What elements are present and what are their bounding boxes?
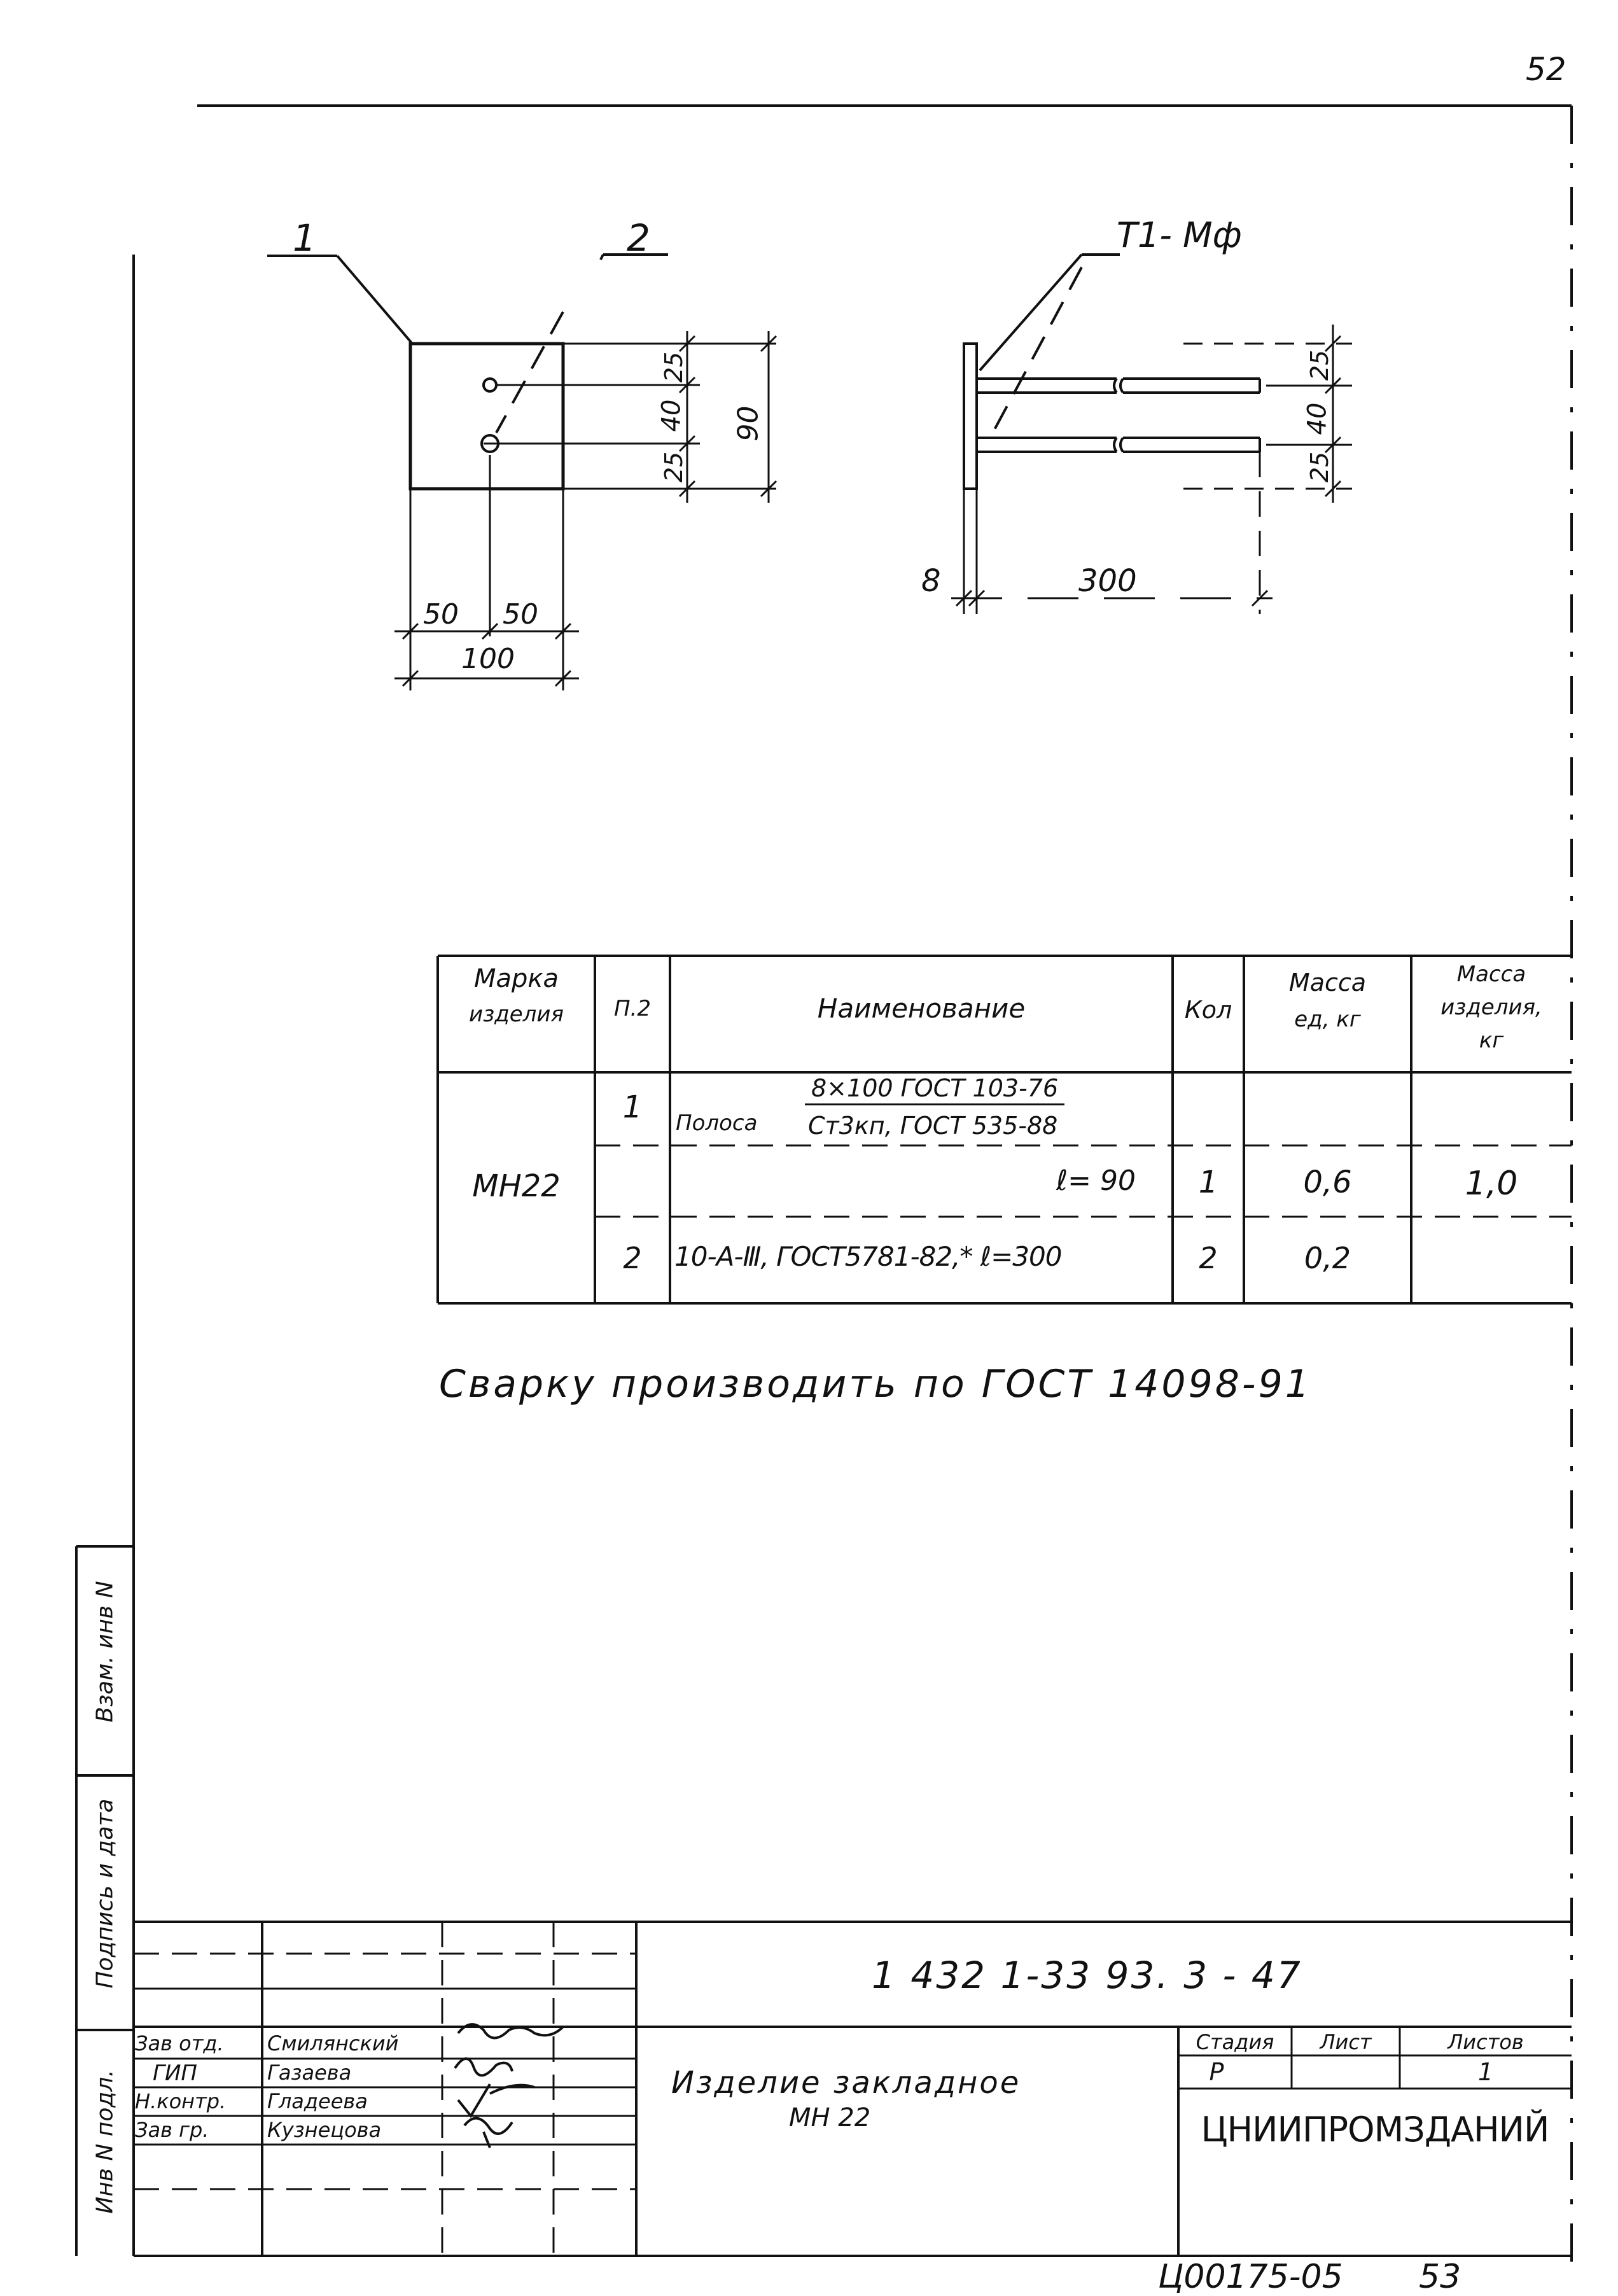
th-mark-line2: изделия — [469, 1002, 564, 1027]
th-mass-unit-line1: Масса — [1288, 969, 1367, 997]
th-mark-line1: Марка — [473, 964, 559, 993]
cell-name-prefix-1: Полоса — [676, 1110, 758, 1136]
side-dim-40: 40 — [1302, 402, 1332, 435]
stamp-inv-original: Инв N подл. — [92, 2069, 118, 2214]
cell-fraction-bottom-1: Ст3кп, ГОСТ 535-88 — [808, 1112, 1058, 1140]
name-3: Гладеева — [267, 2089, 368, 2113]
name-2: Газаева — [267, 2061, 352, 2085]
callout-1: 1 — [293, 216, 316, 260]
footer-code: Ц00175-05 — [1158, 2258, 1343, 2296]
side-dim-8: 8 — [921, 563, 941, 599]
sheets-label: Листов — [1447, 2030, 1524, 2054]
title-line-1: Изделие закладное — [671, 2065, 1021, 2101]
th-mass-item: Масса изделия, кг — [1411, 958, 1572, 1057]
th-mass-item-line2: изделия, — [1440, 995, 1542, 1020]
role-4: Зав гр. — [135, 2118, 209, 2142]
front-dim-90: 90 — [732, 405, 765, 442]
front-dim-25-bottom: 25 — [660, 451, 688, 483]
th-name: Наименование — [817, 993, 1026, 1024]
signature-4 — [463, 2117, 513, 2148]
cell-pos-3: 2 — [623, 1241, 642, 1275]
th-mass-unit-line2: ед, кг — [1294, 1007, 1361, 1032]
signature-1 — [457, 2023, 564, 2040]
th-mass-unit: Масса ед, кг — [1244, 964, 1411, 1038]
name-4: Кузнецова — [267, 2118, 382, 2142]
document-code: 1 432 1-33 93. 3 - 47 — [872, 1954, 1302, 1997]
role-2: ГИП — [153, 2061, 197, 2086]
side-dim-25-bottom: 25 — [1306, 451, 1334, 483]
cell-mass-unit-2: 0,6 — [1303, 1165, 1352, 1200]
cell-qty-3: 2 — [1199, 1241, 1218, 1275]
stage-label: Стадия — [1196, 2030, 1274, 2054]
footer-number: 53 — [1419, 2258, 1461, 2296]
front-dim-40: 40 — [657, 399, 687, 432]
cell-pos-1: 1 — [622, 1089, 643, 1125]
stage-value: Р — [1209, 2058, 1224, 2086]
front-dim-25-top: 25 — [660, 351, 688, 383]
side-dim-300: 300 — [1078, 563, 1137, 599]
cell-fraction-top-1: 8×100 ГОСТ 103-76 — [805, 1074, 1065, 1105]
side-dim-25-top: 25 — [1306, 349, 1334, 381]
organization-name: ЦНИИПРОМЗДАНИЙ — [1201, 2110, 1550, 2150]
cell-length-2: ℓ= 90 — [1056, 1165, 1136, 1197]
stamp-signature-date: Подпись и дата — [92, 1798, 118, 1989]
name-1: Смилянский — [267, 2031, 399, 2055]
page-number: 52 — [1526, 51, 1566, 88]
front-dim-50-right: 50 — [503, 598, 538, 631]
front-dim-50-left: 50 — [423, 598, 459, 631]
callout-2: 2 — [627, 216, 650, 260]
front-dim-100: 100 — [461, 643, 515, 675]
sheet-label: Лист — [1320, 2030, 1372, 2054]
cell-mass-unit-3: 0,2 — [1304, 1241, 1351, 1275]
th-qty: Кол — [1184, 996, 1232, 1024]
cell-mass-item-2: 1,0 — [1465, 1165, 1518, 1203]
sheets-value: 1 — [1477, 2058, 1494, 2086]
cell-qty-2: 1 — [1198, 1165, 1218, 1200]
role-1: Зав отд. — [135, 2031, 224, 2055]
weld-label: Т1- Мф — [1117, 215, 1242, 255]
cell-mark: МН22 — [472, 1168, 561, 1204]
th-mass-item-line1: Масса — [1456, 962, 1526, 987]
signature-2 — [454, 2057, 513, 2077]
welding-note: Сварку производить по ГОСТ 14098-91 — [439, 1362, 1312, 1406]
th-pos: П.2 — [613, 996, 651, 1021]
title-line-2: МН 22 — [789, 2103, 871, 2132]
signature-3 — [457, 2083, 535, 2118]
th-mass-item-line3: кг — [1479, 1028, 1504, 1053]
role-3: Н.контр. — [135, 2089, 227, 2113]
th-mark: Марка изделия — [438, 961, 595, 1032]
cell-name-3: 10-A-Ⅲ, ГОСТ5781-82,* ℓ=300 — [674, 1241, 1062, 1272]
stamp-replace-inv: Взам. инв N — [92, 1581, 118, 1723]
